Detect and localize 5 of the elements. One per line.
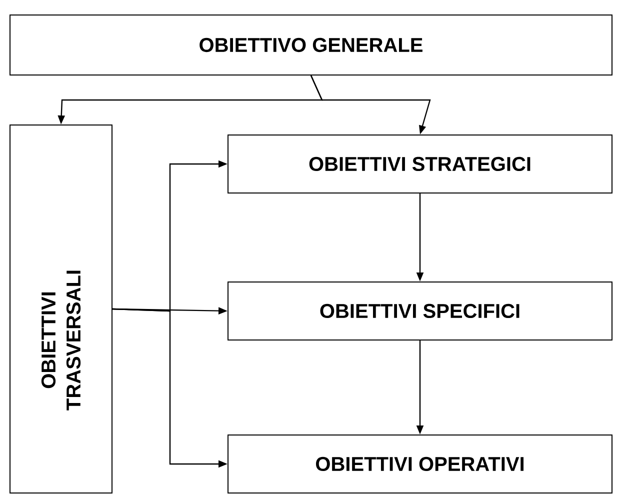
- objective-box: OBIETTIVI SPECIFICI: [228, 282, 612, 340]
- objective-box: OBIETTIVI STRATEGICI: [228, 134, 612, 194]
- objective-box: OBIETTIVI OPERATIVI: [228, 434, 612, 494]
- objective-box: OBIETTIVO GENERALE: [10, 14, 612, 76]
- vertical-box: OBIETTIVI TRASVERSALI: [10, 124, 112, 494]
